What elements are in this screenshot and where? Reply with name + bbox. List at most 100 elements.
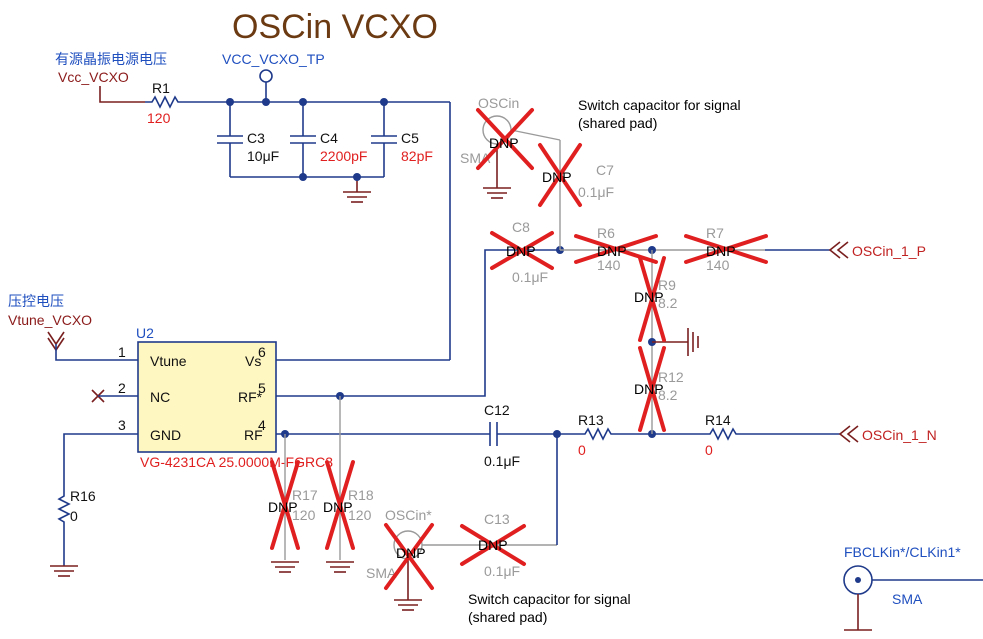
supply-net-label: Vcc_VCXO xyxy=(58,69,129,85)
c5-value: 82pF xyxy=(401,148,433,164)
dnp-r7: DNP xyxy=(684,234,768,264)
r1-value: 120 xyxy=(147,110,171,126)
r9-ref: R9 xyxy=(658,277,676,293)
u2-pin6-num: 6 xyxy=(258,344,266,360)
c4-value: 2200pF xyxy=(320,148,367,164)
dnp-label: DNP xyxy=(597,243,627,259)
oscin-p-net-label: OSCin_1_P xyxy=(852,243,926,259)
dnp-c8: DNP xyxy=(490,231,554,270)
c3-ref: C3 xyxy=(247,130,265,146)
testpoint-icon xyxy=(259,69,273,83)
u2-part-number: VG-4231CA 25.0000M-FGRC3 xyxy=(140,454,333,470)
oscin-n-connector-icon xyxy=(838,425,859,443)
r6-ref: R6 xyxy=(597,225,615,241)
r18-value: 120 xyxy=(348,507,372,523)
dnp-r17: DNP xyxy=(268,460,300,550)
r17-value: 120 xyxy=(292,507,316,523)
c7-value: 0.1μF xyxy=(578,184,614,200)
dnp-label: DNP xyxy=(706,243,736,259)
r13-ref: R13 xyxy=(578,412,604,428)
ground-icon xyxy=(687,328,699,356)
r18-ref: R18 xyxy=(348,487,374,503)
c5-ref: C5 xyxy=(401,130,419,146)
dnp-label: DNP xyxy=(634,381,664,397)
r14-value: 0 xyxy=(705,442,713,458)
dnp-r12: DNP xyxy=(634,346,666,432)
c7-ref: C7 xyxy=(596,162,614,178)
sma-top-ref: OSCin xyxy=(478,95,519,111)
u2-vcxo-chip: U2 Vtune NC GND Vs RF* RF 1 2 3 6 5 4 VG… xyxy=(118,325,333,470)
u2-pin3-num: 3 xyxy=(118,417,126,433)
dnp-label: DNP xyxy=(268,499,298,515)
note-bottom-line1: Switch capacitor for signal xyxy=(468,591,631,607)
dnp-r9: DNP xyxy=(634,256,666,342)
r14-ref: R14 xyxy=(705,412,731,428)
u2-pin2-name: NC xyxy=(150,389,170,405)
r13-resistor xyxy=(580,427,652,441)
fbclk-net-label: FBCLKin*/CLKin1* xyxy=(844,544,961,560)
r1-ref: R1 xyxy=(152,80,170,96)
r16-value: 0 xyxy=(70,508,78,524)
dnp-label: DNP xyxy=(323,499,353,515)
oscin-n-net-label: OSCin_1_N xyxy=(862,427,937,443)
c4-ref: C4 xyxy=(320,130,338,146)
ground-icon xyxy=(271,561,299,573)
sma-right-label: SMA xyxy=(892,591,923,607)
oscin-p-connector-icon xyxy=(828,241,849,259)
c12-value: 0.1μF xyxy=(484,453,520,469)
r14-resistor xyxy=(652,427,840,441)
power-section: 有源晶振电源电压 Vcc_VCXO R1 120 VCC_VCXO_TP C3 … xyxy=(55,51,451,360)
dnp-label: DNP xyxy=(542,169,572,185)
dnp-label: DNP xyxy=(506,243,536,259)
dnp-label: DNP xyxy=(489,135,519,151)
u2-pin4-name: RF xyxy=(244,427,263,443)
u2-pin1-num: 1 xyxy=(118,344,126,360)
r12-value: 8.2 xyxy=(658,387,678,403)
c13-ref: C13 xyxy=(484,511,510,527)
r7-ref: R7 xyxy=(706,225,724,241)
c13-value: 0.1μF xyxy=(484,563,520,579)
ground-icon xyxy=(483,187,511,199)
r16-resistor xyxy=(57,490,71,566)
schematic-title: OSCin VCXO xyxy=(232,8,438,46)
ground-icon xyxy=(343,191,371,203)
u2-pin5-name: RF* xyxy=(238,389,263,405)
dnp-sma-bottom: DNP xyxy=(384,523,434,590)
dnp-c13: DNP xyxy=(460,524,526,566)
r9-value: 8.2 xyxy=(658,295,678,311)
dnp-r18: DNP xyxy=(323,460,355,550)
sma-bottom-label: SMA xyxy=(366,565,397,581)
ground-icon xyxy=(326,561,354,573)
u2-pin6-name: Vs xyxy=(245,353,261,369)
ground-icon xyxy=(394,599,422,611)
c3-value: 10μF xyxy=(247,148,279,164)
supply-net-label-cn: 有源晶振电源电压 xyxy=(55,51,167,67)
dnp-label: DNP xyxy=(396,545,426,561)
dnp-label: DNP xyxy=(634,289,664,305)
testpoint-label: VCC_VCXO_TP xyxy=(222,51,325,67)
r1-resistor xyxy=(145,95,230,109)
r12-ref: R12 xyxy=(658,369,684,385)
note-bottom-line2: (shared pad) xyxy=(468,609,547,625)
r7-value: 140 xyxy=(706,257,730,273)
dnp-label: DNP xyxy=(478,537,508,553)
u2-pin2-num: 2 xyxy=(118,380,126,396)
u2-pin3-name: GND xyxy=(150,427,181,443)
r13-value: 0 xyxy=(578,442,586,458)
u2-ref: U2 xyxy=(136,325,154,341)
note-top-line2: (shared pad) xyxy=(578,115,657,131)
ground-icon xyxy=(50,565,78,577)
r16-ref: R16 xyxy=(70,488,96,504)
c12-ref: C12 xyxy=(484,402,510,418)
tune-net-label-cn: 压控电压 xyxy=(8,293,64,309)
c8-ref: C8 xyxy=(512,219,530,235)
c8-value: 0.1μF xyxy=(512,269,548,285)
dnp-r6: DNP xyxy=(574,234,658,264)
sma-bottom-ref: OSCin* xyxy=(385,507,432,523)
tune-net-label: Vtune_VCXO xyxy=(8,312,92,328)
u2-pin4-num: 4 xyxy=(258,417,266,433)
r17-ref: R17 xyxy=(292,487,318,503)
dnp-c7: DNP xyxy=(538,143,582,207)
u2-pin5-num: 5 xyxy=(258,380,266,396)
